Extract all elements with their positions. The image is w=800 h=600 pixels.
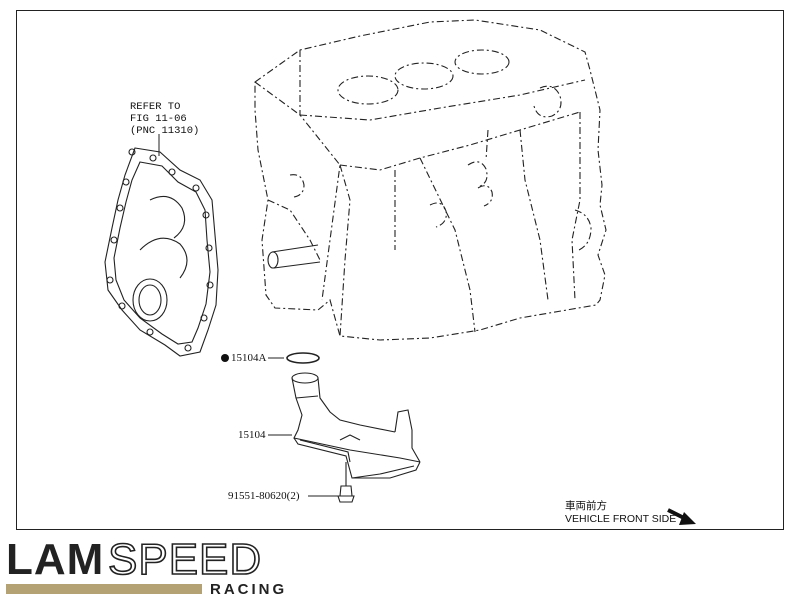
brand-accent-bar [6,584,202,594]
crankshaft-stub [267,244,321,269]
diagram-frame [16,10,784,530]
oil-strainer-part [291,372,421,479]
direction-label-english: VEHICLE FRONT SIDE [565,513,677,525]
engine-block-outline [254,19,607,341]
refer-note-line-1: REFER TO [130,101,181,113]
brand-logo: LAM SPEED RACING [6,535,306,598]
bolt-part-number: 91551-80620(2) [228,490,300,502]
refer-note-line-2: FIG 11-06 [130,113,187,125]
oring-part [286,352,320,364]
strainer-part-number: 15104 [238,429,266,441]
timing-cover [104,147,219,357]
bolt-part [337,462,355,503]
brand-tagline: RACING [210,581,288,598]
front-direction-arrow-icon [667,508,696,525]
refer-note-line-3: (PNC 11310) [130,125,200,137]
brand-name-lam: LAM [6,535,105,584]
direction-label-japanese: 車両前方 [565,500,607,512]
new-part-bullet-icon [221,353,229,362]
oring-part-number: 15104A [231,352,267,364]
brand-name-speed: SPEED [107,535,263,584]
oring-callout: 15104A [221,352,266,364]
